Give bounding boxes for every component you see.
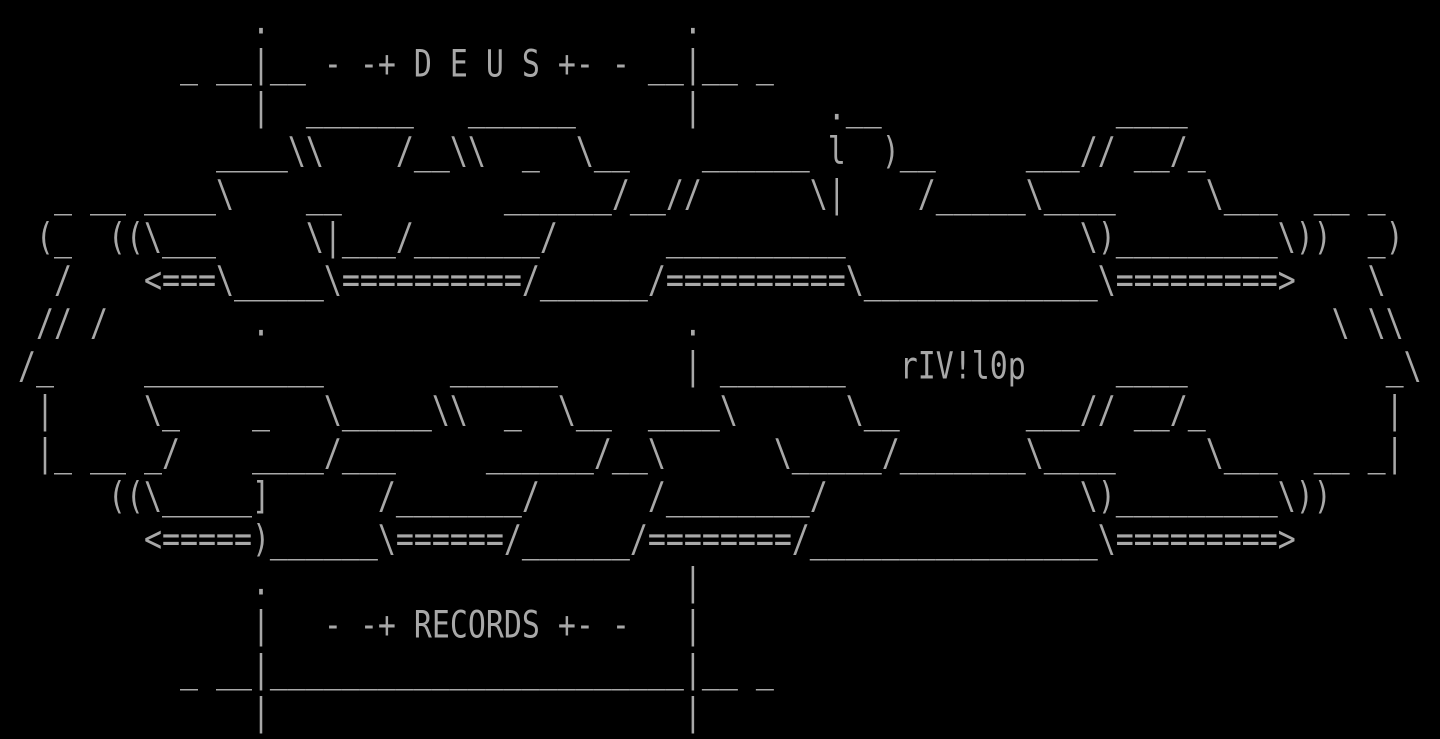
art-line: ((\_____] /_______/ /________/ \)_______…: [0, 474, 1332, 519]
art-line: | \_ _ \_____\\ _ \__ ____\ \__ ___// __…: [0, 388, 1404, 432]
art-line: <=====)______\======/______/========/___…: [0, 517, 1296, 562]
art-line: / <===\_____\==========/______/=========…: [0, 258, 1386, 303]
art-line: . |: [0, 560, 702, 605]
art-line: | ______ ______ | .__ ____: [0, 85, 1188, 130]
art-line-top-dots: . .: [0, 0, 702, 44]
art-line-bottom: | |: [0, 690, 702, 735]
art-line-artist-signature: /_ __________ ______ | _______ rIV!l0p _…: [0, 344, 1422, 389]
art-line: _ __ ____\ __ ______/__// \| /_____\____…: [0, 172, 1386, 217]
art-line: (_ ((\___ \|___/_______/ __________ \)__…: [0, 215, 1404, 260]
art-line-records-title: | - -+ RECORDS +- - |: [0, 604, 702, 648]
art-line: _ __|_______________________|__ _: [0, 647, 774, 691]
art-line-deus-title: _ __|__ - -+ D E U S +- - __|__ _: [0, 42, 774, 87]
art-line: // / . . \ \\: [0, 301, 1404, 346]
art-line: ____\\ /__\\ _ \__ ______ l )__ ___// __…: [0, 129, 1206, 173]
art-line: |_ __ _/ ____/___ ______/__\ \_____/____…: [0, 431, 1404, 476]
